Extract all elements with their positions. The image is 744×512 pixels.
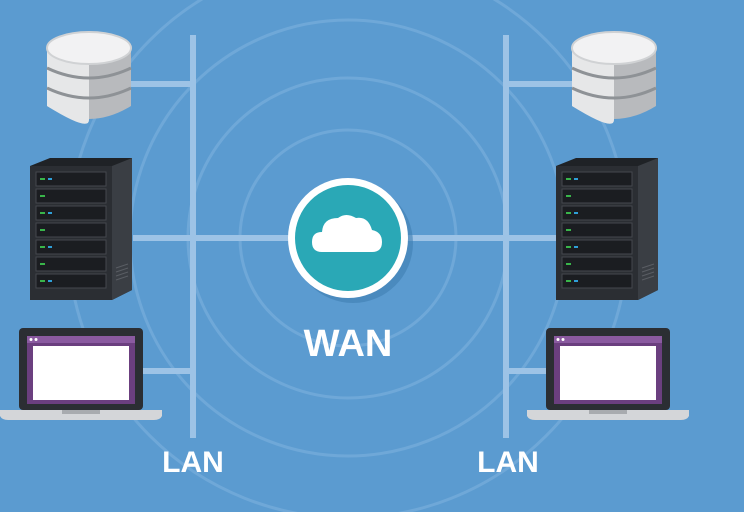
- wan-label: WAN: [303, 323, 393, 365]
- laptop-icon: [527, 328, 689, 420]
- server-rack-icon: [556, 158, 658, 300]
- cloud-icon: [312, 215, 382, 252]
- lan-left-label: LAN: [162, 446, 224, 479]
- database-icon: [571, 31, 657, 124]
- network-links: [130, 35, 572, 438]
- wan-cloud-node: [288, 178, 413, 303]
- server-rack-icon: [30, 158, 132, 300]
- database-icon: [46, 31, 132, 124]
- laptop-icon: [0, 328, 162, 420]
- lan-right-label: LAN: [477, 446, 539, 479]
